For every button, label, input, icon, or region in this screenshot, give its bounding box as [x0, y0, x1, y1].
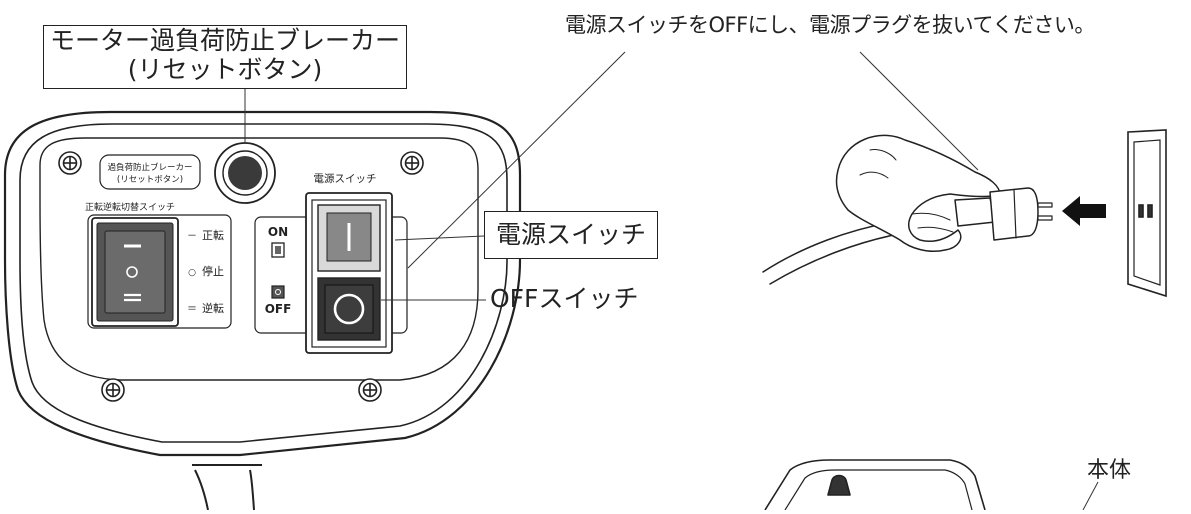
hand — [835, 134, 1001, 252]
plug-prong-top — [1037, 202, 1053, 208]
reverse-label: 逆転 — [202, 301, 224, 315]
stop-mark: ○ — [188, 268, 196, 278]
breaker-label-line2: (リセットボタン) — [117, 175, 183, 185]
forward-label: 正転 — [202, 229, 224, 242]
power-switch-callout: 電源スイッチ — [484, 211, 658, 259]
leader-instruction-left — [407, 51, 626, 269]
on-button[interactable] — [317, 204, 381, 272]
forward-mark: － — [187, 231, 197, 242]
panel-handle — [192, 464, 262, 511]
off-indicator-icon — [271, 285, 285, 299]
leader-instruction-right — [859, 51, 979, 171]
breaker-callout: モーター過負荷防止ブレーカー (リセットボタン) — [43, 25, 407, 89]
cord-sleeve — [954, 197, 996, 227]
stop-label: 停止 — [202, 264, 224, 278]
breaker-callout-subtitle: (リセットボタン) — [127, 55, 323, 84]
on-label: ON — [268, 225, 288, 239]
off-button[interactable] — [317, 277, 381, 341]
off-switch-label: OFFスイッチ — [490, 284, 639, 313]
unplug-instruction: 電源スイッチをOFFにし、電源プラグを抜いてください。 — [565, 13, 1095, 37]
screw-top-left — [58, 151, 82, 175]
leader-power-switch-callout — [394, 235, 485, 241]
hand-finger-lines — [859, 149, 954, 233]
leader-lines — [244, 51, 1099, 511]
screw-bottom-right — [358, 378, 382, 402]
reverse-switch-title: 正転逆転切替スイッチ — [85, 201, 175, 213]
panel-face-plate — [39, 137, 479, 381]
unit-body — [764, 459, 986, 511]
off-label-panel: OFF — [265, 302, 292, 316]
reverse-mark: ＝ — [187, 304, 197, 315]
breaker-label-line1: 過負荷防止ブレーカー — [107, 162, 192, 173]
wall-outlet — [1127, 129, 1167, 298]
power-switch-title: 電源スイッチ — [314, 172, 377, 185]
breaker-label-box — [99, 154, 201, 190]
breaker-reset-button[interactable] — [214, 142, 276, 204]
breaker-callout-title: モーター過負荷防止ブレーカー — [49, 26, 400, 55]
unit-body-clamp — [827, 474, 851, 496]
body-label: 本体 — [1087, 458, 1132, 483]
screw-top-right — [400, 151, 424, 175]
on-indicator-icon — [271, 242, 285, 258]
panel-inner-rim — [19, 123, 508, 443]
insert-arrow-icon — [1062, 196, 1106, 226]
screw-bottom-left — [101, 378, 125, 402]
reverse-rocker-switch[interactable] — [104, 230, 166, 314]
plug-illustration — [762, 134, 1053, 285]
plug-seam — [1013, 189, 1017, 239]
plug-prong-bottom — [1037, 215, 1053, 221]
plug-body — [989, 187, 1039, 241]
leader-body — [1082, 481, 1099, 511]
